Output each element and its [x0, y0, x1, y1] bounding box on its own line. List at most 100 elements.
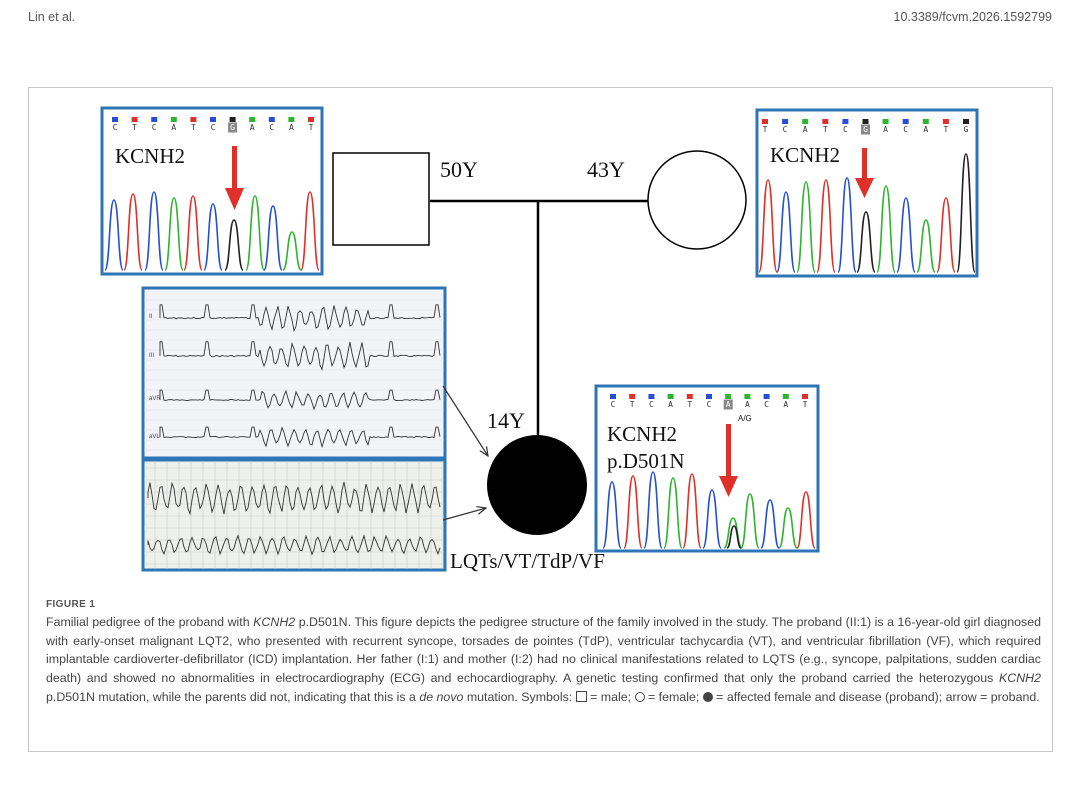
chromatogram-peak — [916, 219, 936, 273]
chromatogram-peak — [263, 205, 283, 271]
ecg-panel: II III aVR aVL — [141, 286, 447, 572]
base-color-marker — [229, 117, 236, 122]
mother-red-arrow-icon — [855, 148, 874, 198]
chromatogram-peak — [726, 525, 742, 549]
base-color-marker — [151, 117, 158, 122]
base-color-marker — [131, 117, 138, 122]
proband-gene-label: KCNH2 — [607, 422, 677, 446]
base-color-marker — [763, 394, 770, 399]
chromatogram-peak — [740, 493, 760, 549]
base-letter: C — [707, 400, 712, 409]
ecg-trace-line — [147, 481, 441, 516]
chromatogram-peak — [224, 219, 244, 271]
base-letter: T — [823, 125, 828, 134]
ecg-trace-line — [159, 426, 441, 449]
proband-red-arrow-icon — [719, 424, 738, 497]
chromatogram-peak — [758, 179, 778, 273]
base-color-marker — [782, 394, 789, 399]
ecg-trace-line — [159, 389, 441, 411]
figure-label: FIGURE 1 — [46, 599, 96, 610]
ecg-to-proband-arrow-icon — [442, 385, 488, 456]
chromatogram-peak — [778, 507, 798, 549]
base-color-marker — [802, 119, 809, 124]
chromatogram-peak — [896, 197, 916, 273]
base-color-marker — [802, 394, 808, 399]
running-head-authors: Lin et al. — [28, 10, 76, 24]
male-symbol-icon — [575, 690, 587, 702]
base-color-marker — [862, 119, 869, 124]
base-letter: C — [649, 400, 654, 409]
chromatogram-peak — [837, 177, 857, 273]
chromatogram-peak — [796, 181, 816, 273]
figure-frame — [28, 87, 1053, 752]
chromatogram-peak — [876, 185, 896, 273]
chromatogram-peak — [776, 191, 796, 273]
father-age: 50Y — [440, 157, 478, 182]
base-color-marker — [249, 117, 256, 122]
base-letter: T — [630, 400, 635, 409]
base-color-marker — [762, 119, 768, 124]
base-color-marker — [170, 117, 177, 122]
base-letter: G — [964, 125, 969, 134]
chromatogram-peak — [856, 211, 876, 273]
highlighted-base-box — [228, 122, 238, 133]
base-letter: G — [230, 123, 235, 132]
base-letter: T — [687, 400, 692, 409]
base-letter: C — [764, 400, 769, 409]
mother-circle — [647, 150, 747, 250]
base-color-marker — [686, 394, 693, 399]
proband-filled-circle — [487, 435, 587, 535]
ecg-lead-label: aVL — [149, 434, 160, 440]
base-color-marker — [744, 394, 751, 399]
base-color-marker — [782, 119, 789, 124]
ecg-lead-label: III — [149, 353, 154, 359]
base-letter: A — [171, 123, 176, 132]
mother-gene-label: KCNH2 — [770, 143, 840, 167]
base-color-marker — [963, 119, 969, 124]
base-letter: T — [309, 123, 314, 132]
affected-female-symbol-icon — [702, 691, 713, 702]
base-letter: A — [783, 400, 788, 409]
highlighted-base-box — [861, 124, 870, 135]
chromatogram-peak — [663, 477, 683, 549]
base-color-marker — [308, 117, 314, 122]
chromatogram-peak — [796, 491, 816, 549]
female-symbol-icon — [634, 691, 645, 702]
father-gene-label: KCNH2 — [115, 144, 185, 168]
base-color-marker — [629, 394, 636, 399]
ecg-lead-label: aVR — [149, 396, 161, 402]
base-color-marker — [610, 394, 616, 399]
highlighted-base-box — [723, 399, 733, 410]
chromatogram-peak — [682, 473, 702, 549]
base-letter: T — [803, 400, 808, 409]
chromatogram-peak — [643, 471, 663, 549]
base-letter: G — [863, 125, 868, 134]
chromatogram-peak — [164, 197, 184, 271]
base-color-marker — [190, 117, 197, 122]
chromatogram-peak — [816, 179, 836, 273]
base-letter: C — [152, 123, 157, 132]
base-letter: A — [745, 400, 750, 409]
chromatogram-peak — [123, 193, 143, 271]
base-letter: A — [883, 125, 888, 134]
base-letter: C — [611, 400, 616, 409]
base-color-marker — [942, 119, 949, 124]
base-letter: T — [763, 125, 768, 134]
chromatogram-peak — [183, 195, 203, 271]
base-color-marker — [922, 119, 929, 124]
base-letter: A — [923, 125, 928, 134]
chromatogram-peak — [702, 489, 722, 549]
chromatogram-peak — [956, 153, 976, 273]
chromatogram-peak — [623, 475, 643, 549]
proband-trace — [602, 471, 816, 549]
base-color-marker — [706, 394, 712, 399]
figure-caption: Familial pedigree of the proband with KC… — [46, 615, 1041, 704]
ecg-lead-label: II — [149, 314, 153, 320]
base-letter: C — [783, 125, 788, 134]
